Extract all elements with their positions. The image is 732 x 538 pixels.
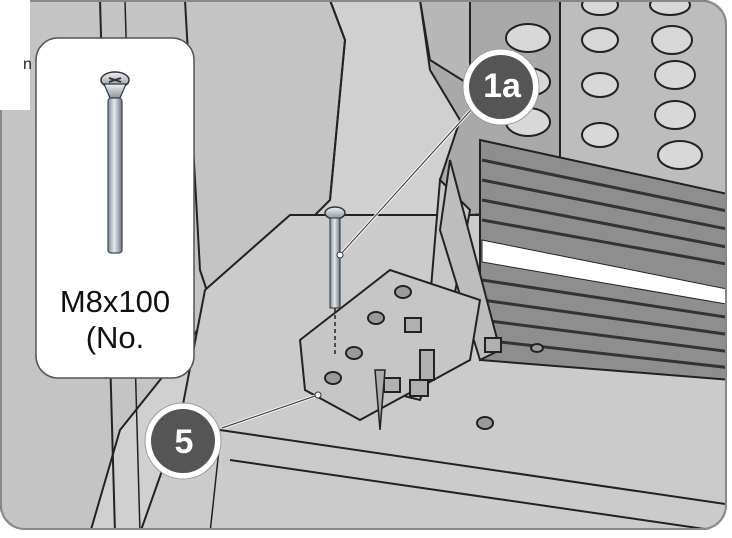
callout-1a-label: 1a <box>483 67 521 105</box>
bolt-icon <box>100 71 130 254</box>
bolt-quantity-label: (No. <box>85 320 145 355</box>
bolt-size-label: M8x100 <box>59 284 171 319</box>
callout-5-circle <box>151 409 215 473</box>
bolt-inset-panel <box>35 37 195 379</box>
callout-1a-circle <box>469 55 533 119</box>
callout-5-label: 5 <box>174 423 194 461</box>
edge-text-fragment: n <box>23 56 32 73</box>
